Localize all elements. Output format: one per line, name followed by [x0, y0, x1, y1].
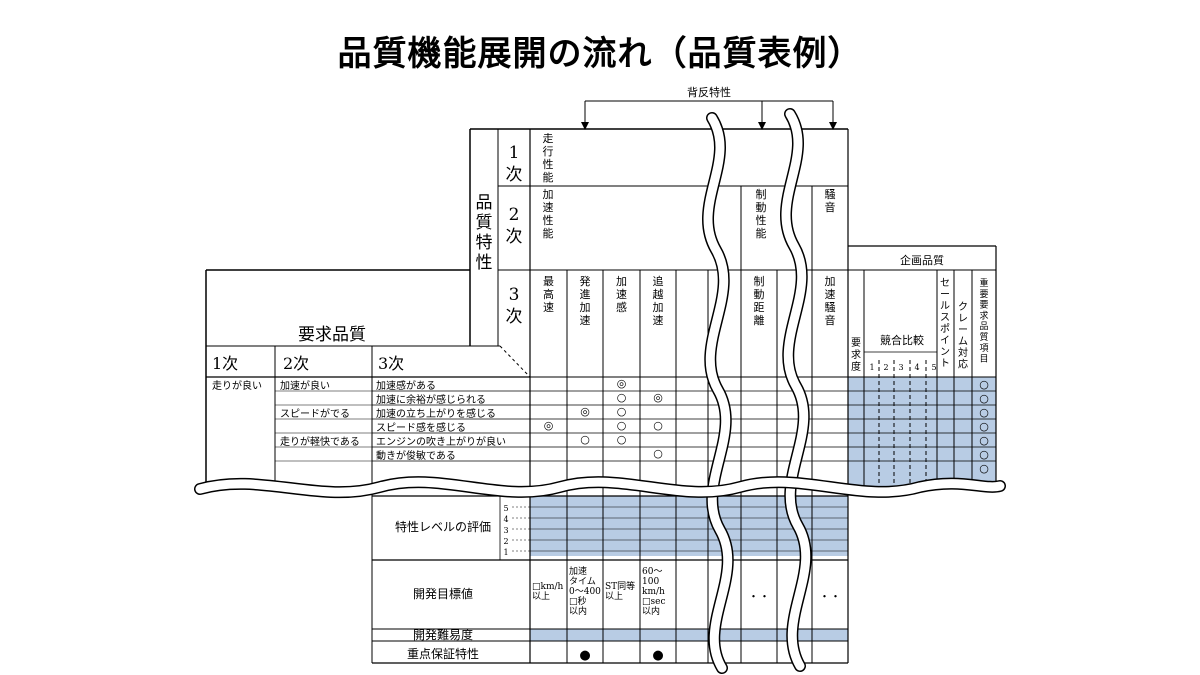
- rq-level2: スピードがでる: [280, 407, 350, 420]
- level3-characteristic: 制動距離: [754, 275, 765, 327]
- level-label-2-suffix: 次: [506, 227, 523, 247]
- level3-characteristic: 加速騒音: [825, 275, 836, 327]
- rq-level-header: 3次: [378, 354, 404, 373]
- planning-shade: [848, 377, 996, 487]
- important-mark: ○: [979, 392, 989, 405]
- break-wave-right: [781, 109, 811, 671]
- important-mark: ○: [979, 462, 989, 475]
- level-label-2: 2: [509, 205, 520, 225]
- important-mark: ○: [979, 420, 989, 433]
- relation-symbol: ◎: [617, 377, 627, 390]
- required-quality-header: 要求品質: [298, 325, 366, 345]
- relation-symbol: ◎: [544, 419, 554, 432]
- rq-level3: 加速感がある: [376, 379, 436, 392]
- level3-characteristic: 発進加速: [580, 274, 591, 327]
- pq-important: 重要要求品質項目: [979, 277, 988, 365]
- target-dots: ・・: [748, 590, 770, 603]
- relation-symbol: ○: [580, 433, 590, 446]
- pq-demand-degree: 要求度: [851, 337, 861, 373]
- planning-quality-header: 企画品質: [900, 253, 944, 267]
- relation-symbol: ○: [653, 447, 663, 460]
- page-title: 品質機能展開の流れ（品質表例）: [337, 34, 863, 74]
- relation-symbol: ○: [617, 391, 627, 404]
- relation-symbol: ◎: [653, 391, 663, 404]
- rq-level1: 走りが良い: [212, 379, 262, 392]
- important-mark: ○: [979, 434, 989, 447]
- rq-level3: 加速に余裕が感じられる: [376, 393, 486, 406]
- level-label-1: 1: [509, 143, 520, 163]
- difficulty-label: 開発難易度: [413, 627, 473, 642]
- break-wave-horizontal: [195, 477, 1005, 497]
- relation-symbol: ○: [653, 419, 663, 432]
- level2-characteristic: 騒音: [825, 188, 836, 214]
- level2-characteristic: 加速性能: [543, 188, 554, 240]
- pq-scale-number: 3: [898, 363, 903, 372]
- pq-claim: クレーム対応: [958, 301, 968, 371]
- tradeoff-label: 背反特性: [687, 85, 731, 99]
- pq-scale-number: 2: [883, 363, 888, 372]
- evaluation-scale-number: 4: [503, 515, 508, 524]
- relation-symbol: ○: [617, 433, 627, 446]
- rq-level3: 加速の立ち上がりを感じる: [376, 407, 496, 420]
- rq-level-header: 1次: [212, 354, 238, 373]
- level1-characteristic: 走行性能: [543, 132, 554, 184]
- break-wave-left: [703, 113, 733, 673]
- evaluation-scale-number: 1: [503, 548, 508, 557]
- key-mark: ●: [579, 648, 590, 663]
- diagonal-dash: [499, 345, 531, 378]
- important-mark: ○: [979, 406, 989, 419]
- target-dots: ・・: [819, 590, 841, 603]
- target-value: ST同等以上: [605, 580, 635, 602]
- key-characteristic-label: 重点保証特性: [407, 646, 479, 661]
- relation-symbol: ◎: [580, 405, 590, 418]
- rq-level3: エンジンの吹き上がりが良い: [376, 435, 506, 448]
- evaluation-label: 特性レベルの評価: [395, 519, 491, 534]
- pq-sales-point: セールスポイント: [940, 277, 950, 370]
- evaluation-scale-number: 2: [503, 537, 508, 546]
- important-mark: ○: [979, 378, 989, 391]
- quality-characteristics-header: 品質特性: [476, 193, 493, 273]
- rq-level2: 加速が良い: [280, 379, 330, 392]
- important-mark: ○: [979, 448, 989, 461]
- key-mark: ●: [652, 648, 663, 663]
- rq-level2: 走りが軽快である: [280, 435, 360, 448]
- rq-level3: スピード感を感じる: [376, 421, 466, 434]
- tradeoff-arrow-head: [829, 122, 837, 130]
- level-label-3: 3: [509, 285, 520, 305]
- level-label-3-suffix: 次: [506, 307, 523, 327]
- evaluation-scale-number: 3: [503, 526, 508, 535]
- level3-characteristic: 追越加速: [653, 274, 664, 327]
- difficulty-shade: [530, 629, 848, 641]
- pq-scale-number: 4: [914, 363, 919, 372]
- pq-scale-number: 5: [931, 363, 936, 372]
- level2-characteristic: 制動性能: [756, 188, 767, 240]
- relation-symbol: ○: [617, 405, 627, 418]
- tradeoff-arrow-head: [758, 122, 766, 130]
- level3-characteristic: 加速感: [616, 275, 627, 314]
- level-label-1-suffix: 次: [506, 165, 523, 185]
- rq-level-header: 2次: [283, 354, 309, 373]
- target-label: 開発目標値: [413, 586, 473, 601]
- level3-characteristic: 最高速: [543, 275, 554, 314]
- pq-competitive: 競合比較: [880, 333, 924, 347]
- rq-level3: 動きが俊敏である: [376, 449, 456, 462]
- pq-scale-number: 1: [869, 363, 874, 372]
- relation-symbol: ○: [617, 419, 627, 432]
- evaluation-scale-number: 5: [503, 504, 508, 513]
- tradeoff-arrow-head: [581, 122, 589, 130]
